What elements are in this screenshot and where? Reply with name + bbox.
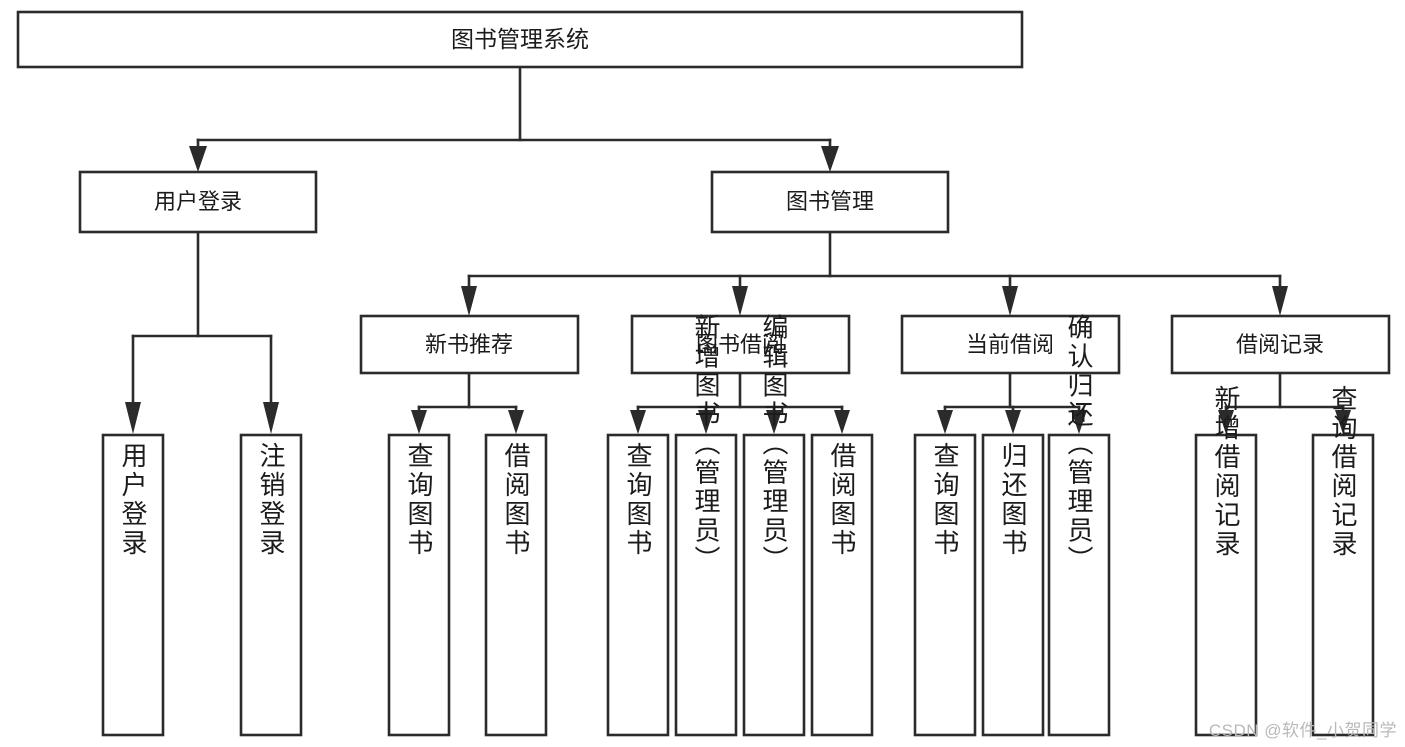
leaf-return-book[interactable]: 归还图书	[981, 433, 1045, 737]
arrow-leaf-edit-book-admin	[766, 410, 782, 434]
leaf-return-book-box	[981, 433, 1045, 737]
node-new-book-recommend-label: 新书推荐	[425, 332, 513, 357]
arrow-leaf-confirm-return-admin	[1071, 410, 1087, 434]
leaf-query-book-1-box	[387, 433, 451, 737]
leaf-edit-book-admin[interactable]: 编辑图书（管理员）	[742, 313, 806, 737]
node-title-system-box	[16, 10, 1024, 69]
node-book-borrow-box	[630, 314, 851, 375]
edges-root-to-level2	[189, 65, 839, 172]
edges-borrow-record-to-leaves	[1218, 371, 1351, 434]
edges-user-login-to-leaves	[125, 230, 279, 434]
node-borrow-record-box	[1170, 314, 1391, 375]
arrow-leaf-query-book-1	[411, 410, 427, 434]
arrow-leaf-borrow-book-1	[508, 410, 524, 434]
node-title-system-label: 图书管理系统	[451, 26, 589, 52]
leaf-confirm-return-admin-box	[1047, 433, 1111, 737]
node-new-book-recommend-box	[359, 314, 580, 375]
arrow-to-user-login	[189, 146, 207, 172]
node-book-manage-box	[710, 170, 950, 234]
node-current-borrow-box	[900, 314, 1121, 375]
arrow-leaf-add-book-admin	[698, 410, 714, 434]
node-current-borrow-label: 当前借阅	[966, 332, 1054, 357]
leaf-query-book-3-label: 查询图书	[930, 442, 960, 558]
leaf-query-book-2[interactable]: 查询图书	[606, 433, 670, 737]
leaf-add-borrow-record-label: 新增借阅记录	[1211, 385, 1241, 559]
edges-new-book-to-leaves	[411, 371, 524, 434]
edges-book-borrow-to-leaves	[630, 371, 850, 434]
leaf-borrow-book-2[interactable]: 借阅图书	[810, 433, 874, 737]
arrow-leaf-query-book-2	[630, 410, 646, 434]
node-book-manage-label: 图书管理	[786, 189, 874, 214]
leaf-confirm-return-admin-label: 确认归还（管理员）	[1064, 313, 1094, 574]
leaf-confirm-return-admin[interactable]: 确认归还（管理员）	[1047, 313, 1111, 737]
leaf-edit-book-admin-box	[742, 433, 806, 737]
arrow-new-book-recommend	[461, 286, 477, 316]
leaf-add-borrow-record-box	[1194, 433, 1258, 737]
leaf-return-book-label: 归还图书	[998, 442, 1028, 558]
leaf-query-borrow-record[interactable]: 查询借阅记录	[1311, 385, 1375, 737]
leaf-borrow-book-1[interactable]: 借阅图书	[484, 433, 548, 737]
leaf-add-borrow-record[interactable]: 新增借阅记录	[1194, 385, 1258, 737]
arrow-to-book-manage	[821, 146, 839, 172]
node-user-login-box	[78, 170, 318, 234]
leaf-borrow-book-1-box	[484, 433, 548, 737]
arrow-leaf-query-borrow-record	[1335, 410, 1351, 434]
node-borrow-record-label: 借阅记录	[1236, 332, 1324, 357]
node-user-login[interactable]: 用户登录	[78, 170, 318, 234]
leaf-logout-login[interactable]: 注销登录	[239, 433, 303, 737]
leaf-add-book-admin[interactable]: 新增图书（管理员）	[674, 313, 738, 737]
node-book-manage[interactable]: 图书管理	[710, 170, 950, 234]
leaf-user-login-box	[101, 433, 165, 737]
node-user-login-label: 用户登录	[154, 189, 242, 214]
leaf-query-book-3[interactable]: 查询图书	[913, 433, 977, 737]
arrow-borrow-record	[1272, 286, 1288, 316]
leaf-query-borrow-record-box	[1311, 433, 1375, 737]
edges-current-borrow-to-leaves	[937, 371, 1087, 434]
leaf-add-book-admin-box	[674, 433, 738, 737]
leaf-logout-login-label: 注销登录	[256, 442, 286, 558]
node-current-borrow[interactable]: 当前借阅	[900, 314, 1121, 375]
arrow-leaf-add-borrow-record	[1218, 410, 1234, 434]
leaf-logout-login-box	[239, 433, 303, 737]
leaf-query-book-1[interactable]: 查询图书	[387, 433, 451, 737]
leaf-query-book-3-box	[913, 433, 977, 737]
arrow-leaf-return-book	[1005, 410, 1021, 434]
node-title-system[interactable]: 图书管理系统	[16, 10, 1024, 69]
leaf-query-borrow-record-label: 查询借阅记录	[1328, 385, 1358, 559]
leaf-borrow-book-2-label: 借阅图书	[827, 442, 857, 558]
leaf-edit-book-admin-label: 编辑图书（管理员）	[759, 313, 789, 574]
leaf-add-book-admin-label: 新增图书（管理员）	[691, 313, 721, 574]
leaf-borrow-book-1-label: 借阅图书	[501, 442, 531, 558]
edges-book-manage-to-level3	[461, 230, 1288, 316]
leaf-user-login[interactable]: 用户登录	[101, 433, 165, 737]
leaf-user-login-label: 用户登录	[118, 442, 148, 558]
leaf-query-book-2-box	[606, 433, 670, 737]
node-new-book-recommend[interactable]: 新书推荐	[359, 314, 580, 375]
leaf-query-book-1-label: 查询图书	[404, 442, 434, 558]
arrow-current-borrow	[1002, 286, 1018, 316]
arrow-leaf-query-book-3	[937, 410, 953, 434]
csdn-watermark: CSDN @软件_小贺同学	[1208, 721, 1397, 740]
node-book-borrow-label: 图书借阅	[696, 332, 784, 357]
node-borrow-record[interactable]: 借阅记录	[1170, 314, 1391, 375]
arrow-book-borrow	[732, 286, 748, 316]
arrow-leaf-user-login	[125, 402, 141, 434]
arrow-leaf-logout-login	[263, 402, 279, 434]
arrow-leaf-borrow-book-2	[834, 410, 850, 434]
leaf-borrow-book-2-box	[810, 433, 874, 737]
node-book-borrow[interactable]: 图书借阅	[630, 314, 851, 375]
leaf-query-book-2-label: 查询图书	[623, 442, 653, 558]
